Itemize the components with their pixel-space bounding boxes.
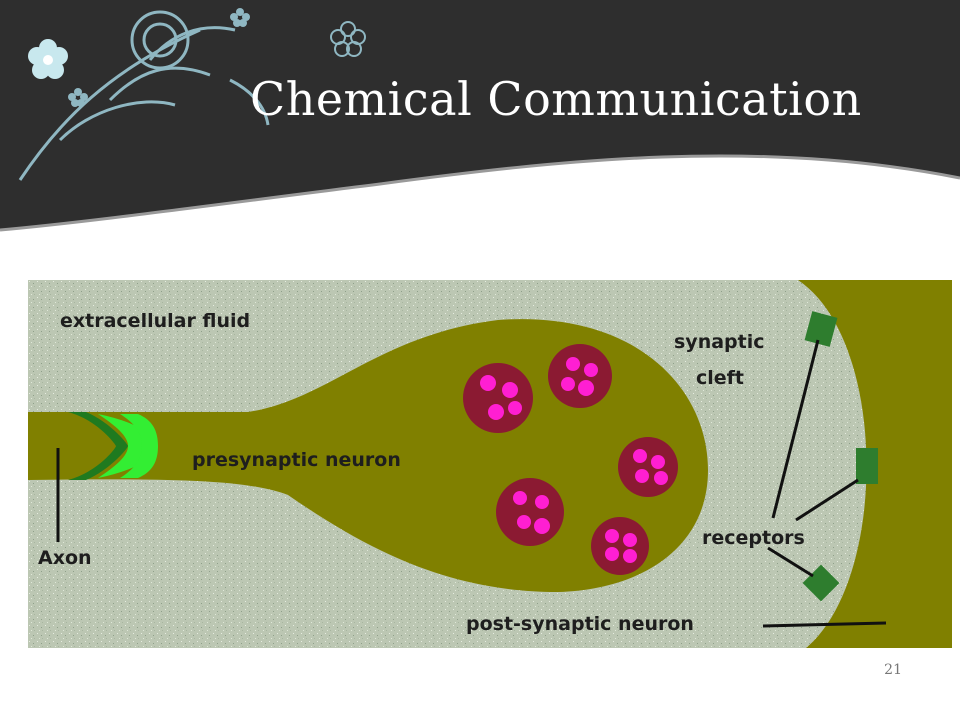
flower-icon-tiny (230, 8, 250, 27)
flower-icon (28, 39, 68, 79)
slide-title: Chemical Communication (250, 72, 862, 126)
label-post-synaptic-neuron: post-synaptic neuron (466, 613, 694, 635)
axon-band-light-2 (120, 414, 158, 478)
label-synaptic-cleft-2: cleft (696, 367, 744, 389)
post-synaptic-pointer (762, 621, 887, 628)
receptor (856, 448, 878, 484)
receptor-pointer-mid (795, 478, 859, 522)
flower-icon-small (330, 21, 366, 57)
label-extracellular-fluid: extracellular fluid (60, 310, 250, 332)
slide-number: 21 (884, 662, 902, 678)
vesicle (463, 363, 533, 433)
label-synaptic-cleft-1: synaptic (674, 331, 765, 353)
header-band (0, 0, 960, 230)
label-presynaptic-neuron: presynaptic neuron (192, 449, 401, 471)
vesicle (591, 517, 649, 575)
axon-band-dark (68, 412, 128, 480)
slide-header (0, 0, 960, 232)
flower-icon-tiny-2 (68, 88, 88, 107)
receptor-pointer-top (771, 339, 820, 519)
label-receptors: receptors (702, 527, 805, 549)
receptor-pointer-bottom (767, 546, 814, 578)
vesicle (548, 344, 612, 408)
receptor (804, 311, 838, 347)
vesicle (618, 437, 678, 497)
floral-ornament (18, 10, 270, 181)
label-axon: Axon (38, 547, 92, 569)
vesicle (496, 478, 564, 546)
synapse-diagram: extracellular fluid synaptic cleft presy… (28, 280, 952, 648)
header-wave-line (0, 154, 960, 232)
